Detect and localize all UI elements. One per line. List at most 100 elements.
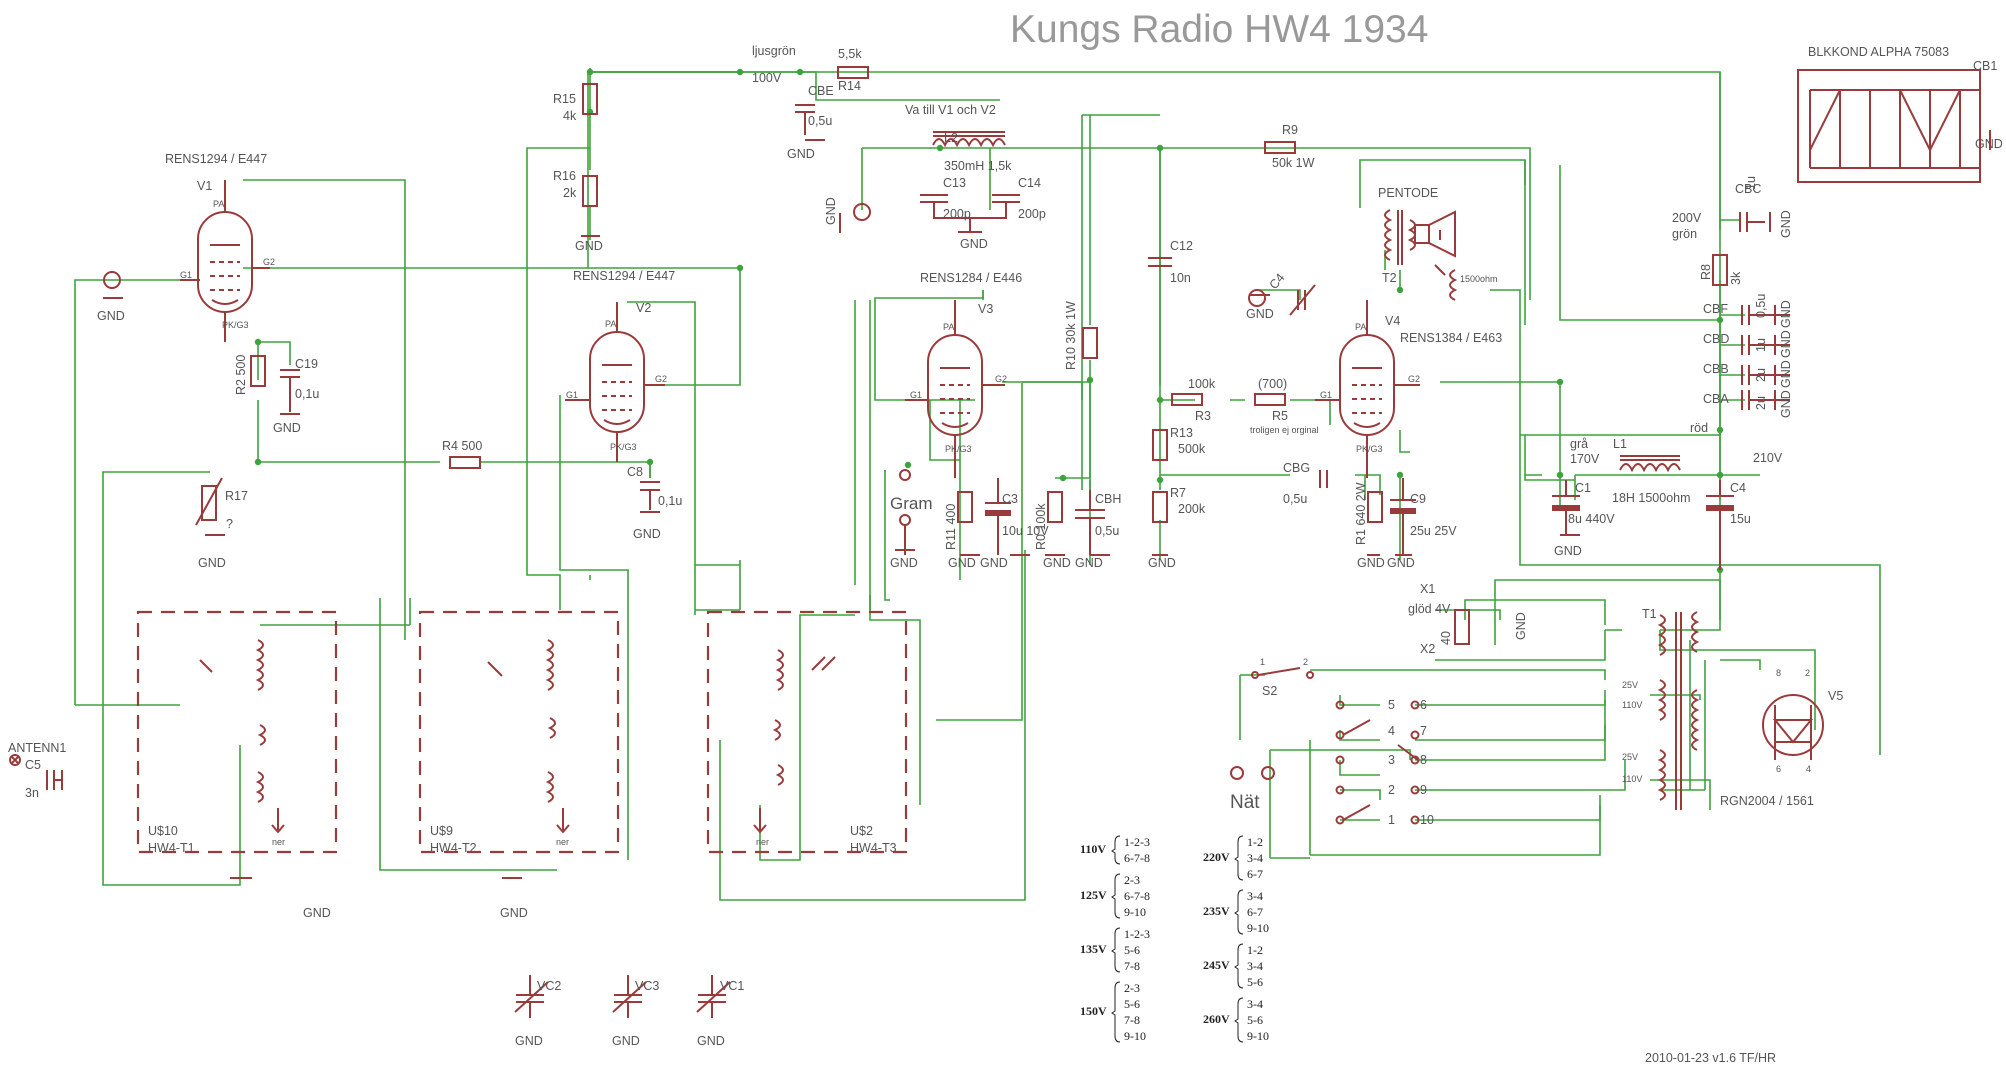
v1-pa-pin: PA <box>213 199 224 209</box>
sel-term-1: 1 <box>1388 813 1395 827</box>
c19-value: 0,1u <box>295 387 319 401</box>
right-table-row: 5-6 <box>1247 1013 1263 1027</box>
cbf-label: CBF <box>1703 302 1728 316</box>
gnd-label: GND <box>500 906 528 920</box>
gnd-label: GND <box>787 147 815 161</box>
left-table-brace <box>1111 981 1121 1043</box>
gnd-label: GND <box>1246 307 1274 321</box>
svg-text:2: 2 <box>1805 668 1810 678</box>
c1-value: 8u 440V <box>1568 512 1615 526</box>
r5-note: troligen ej orginal <box>1250 425 1319 435</box>
c9-label: C9 <box>1410 492 1426 506</box>
junction-dots <box>254 68 1724 574</box>
left-table-row: 2-3 <box>1124 873 1140 887</box>
v4-g2-pin: G2 <box>1408 374 1420 384</box>
gnd-labels: GND GND GND GND GND GND GND GND GND GND … <box>97 147 1793 1048</box>
cbd-value: 1u <box>1754 338 1768 352</box>
right-table-row: 3-4 <box>1247 851 1263 865</box>
right-table-row: 5-6 <box>1247 975 1263 989</box>
sel-term-7: 7 <box>1420 724 1427 738</box>
blkkond-block <box>1797 69 1981 183</box>
gnd-label: GND <box>980 556 1008 570</box>
r13-value: 500k <box>1178 442 1206 456</box>
sel-term-5: 5 <box>1388 698 1395 712</box>
coil-box-t3 <box>706 610 908 854</box>
right-table-brace <box>1234 889 1244 935</box>
tube-v1: PA G1 G2 PK/G3 <box>180 180 275 342</box>
gnd-label: GND <box>1043 556 1071 570</box>
cbe-value: 0,5u <box>808 114 832 128</box>
r8-label: R8 <box>1699 264 1713 280</box>
right-table-row: 1-2 <box>1247 943 1263 957</box>
variable-capacitors <box>514 975 731 1018</box>
nat-label: Nät <box>1230 792 1260 813</box>
gnd-label: GND <box>890 556 918 570</box>
t2-ner: ner <box>556 837 569 847</box>
c8-label: C8 <box>627 465 643 479</box>
cbc-label: CBC <box>1735 182 1761 196</box>
s2-pin1: 1 <box>1260 657 1265 667</box>
c3-label: C3 <box>1002 492 1018 506</box>
gnd-label: GND <box>1779 360 1793 388</box>
selector-numbers: 5 6 4 7 3 8 2 9 1 10 <box>1388 698 1434 827</box>
us9-label: U$9 <box>430 824 453 838</box>
gnd-label: GND <box>273 421 301 435</box>
glod-label: glöd 4V <box>1408 602 1451 616</box>
r15-label: R15 <box>553 92 576 106</box>
v210-label: 210V <box>1753 451 1783 465</box>
left-table-brace <box>1111 927 1121 973</box>
left-table-voltage: 135V <box>1080 942 1107 956</box>
gnd-label: GND <box>515 1034 543 1048</box>
right-table-voltage: 220V <box>1203 850 1230 864</box>
t1-25v-b: 25V <box>1622 752 1638 762</box>
v170-label: 170V <box>1570 452 1600 466</box>
cbg-value: 0,5u <box>1283 492 1307 506</box>
t1-110v-b: 110V <box>1622 774 1642 784</box>
v4-grid-cap-icon <box>1248 289 1266 307</box>
v4-pa-pin: PA <box>1355 322 1366 332</box>
v1-grid-cap-icon <box>103 271 121 289</box>
v4-type: RENS1384 / E463 <box>1400 331 1502 345</box>
tube-v2: PA G1 G2 PK/G3 <box>565 302 667 462</box>
tube-v4: PA G1 G2 PK/G3 <box>1315 300 1420 478</box>
c12-label: C12 <box>1170 239 1193 253</box>
right-table-row: 3-4 <box>1247 889 1263 903</box>
vc1-label: VC1 <box>720 979 744 993</box>
r5-value: (700) <box>1258 377 1287 391</box>
r8-value: 3k <box>1729 271 1743 285</box>
hw4-t2-label: HW4-T2 <box>430 841 477 855</box>
r10-label: R10 30k 1W <box>1064 301 1078 370</box>
gnd-label: GND <box>97 309 125 323</box>
v5-type: RGN2004 / 1561 <box>1720 794 1814 808</box>
tube-v3: PA G1 G2 PK/G3 <box>905 300 1007 478</box>
left-table-row: 7-8 <box>1124 959 1140 973</box>
v2-type: RENS1294 / E447 <box>573 269 675 283</box>
rod-label: röd <box>1690 421 1708 435</box>
v4-g1-pin: G1 <box>1320 390 1332 400</box>
r16-label: R16 <box>553 169 576 183</box>
r2-label: R2 500 <box>234 355 248 395</box>
pentode-label: PENTODE <box>1378 186 1438 200</box>
r17-label: R17 <box>225 489 248 503</box>
r7-value: 200k <box>1178 502 1206 516</box>
right-table-voltage: 235V <box>1203 904 1230 918</box>
gnd-label: GND <box>575 239 603 253</box>
gnd-label: GND <box>1779 390 1793 418</box>
resistors <box>195 66 1728 645</box>
c8-value: 0,1u <box>658 494 682 508</box>
v100-label: 100V <box>752 71 782 85</box>
sel-term-2: 2 <box>1388 783 1395 797</box>
right-table-row: 1-2 <box>1247 835 1263 849</box>
cba-label: CBA <box>1703 392 1729 406</box>
blkkond-label: BLKKOND ALPHA 75083 <box>1808 45 1949 59</box>
t1-110v-a: 110V <box>1622 700 1642 710</box>
coil-box-t2 <box>418 610 620 854</box>
r1-label: R1 640 2W <box>1354 482 1368 545</box>
c14-value: 200p <box>1018 207 1046 221</box>
r0-label: R0 100k <box>1034 503 1048 550</box>
l2-label: L2 <box>944 131 958 145</box>
v3-pa-pin: PA <box>943 322 954 332</box>
wires <box>74 68 1881 901</box>
c13-label: C13 <box>943 176 966 190</box>
ground-symbols <box>61 130 1991 879</box>
